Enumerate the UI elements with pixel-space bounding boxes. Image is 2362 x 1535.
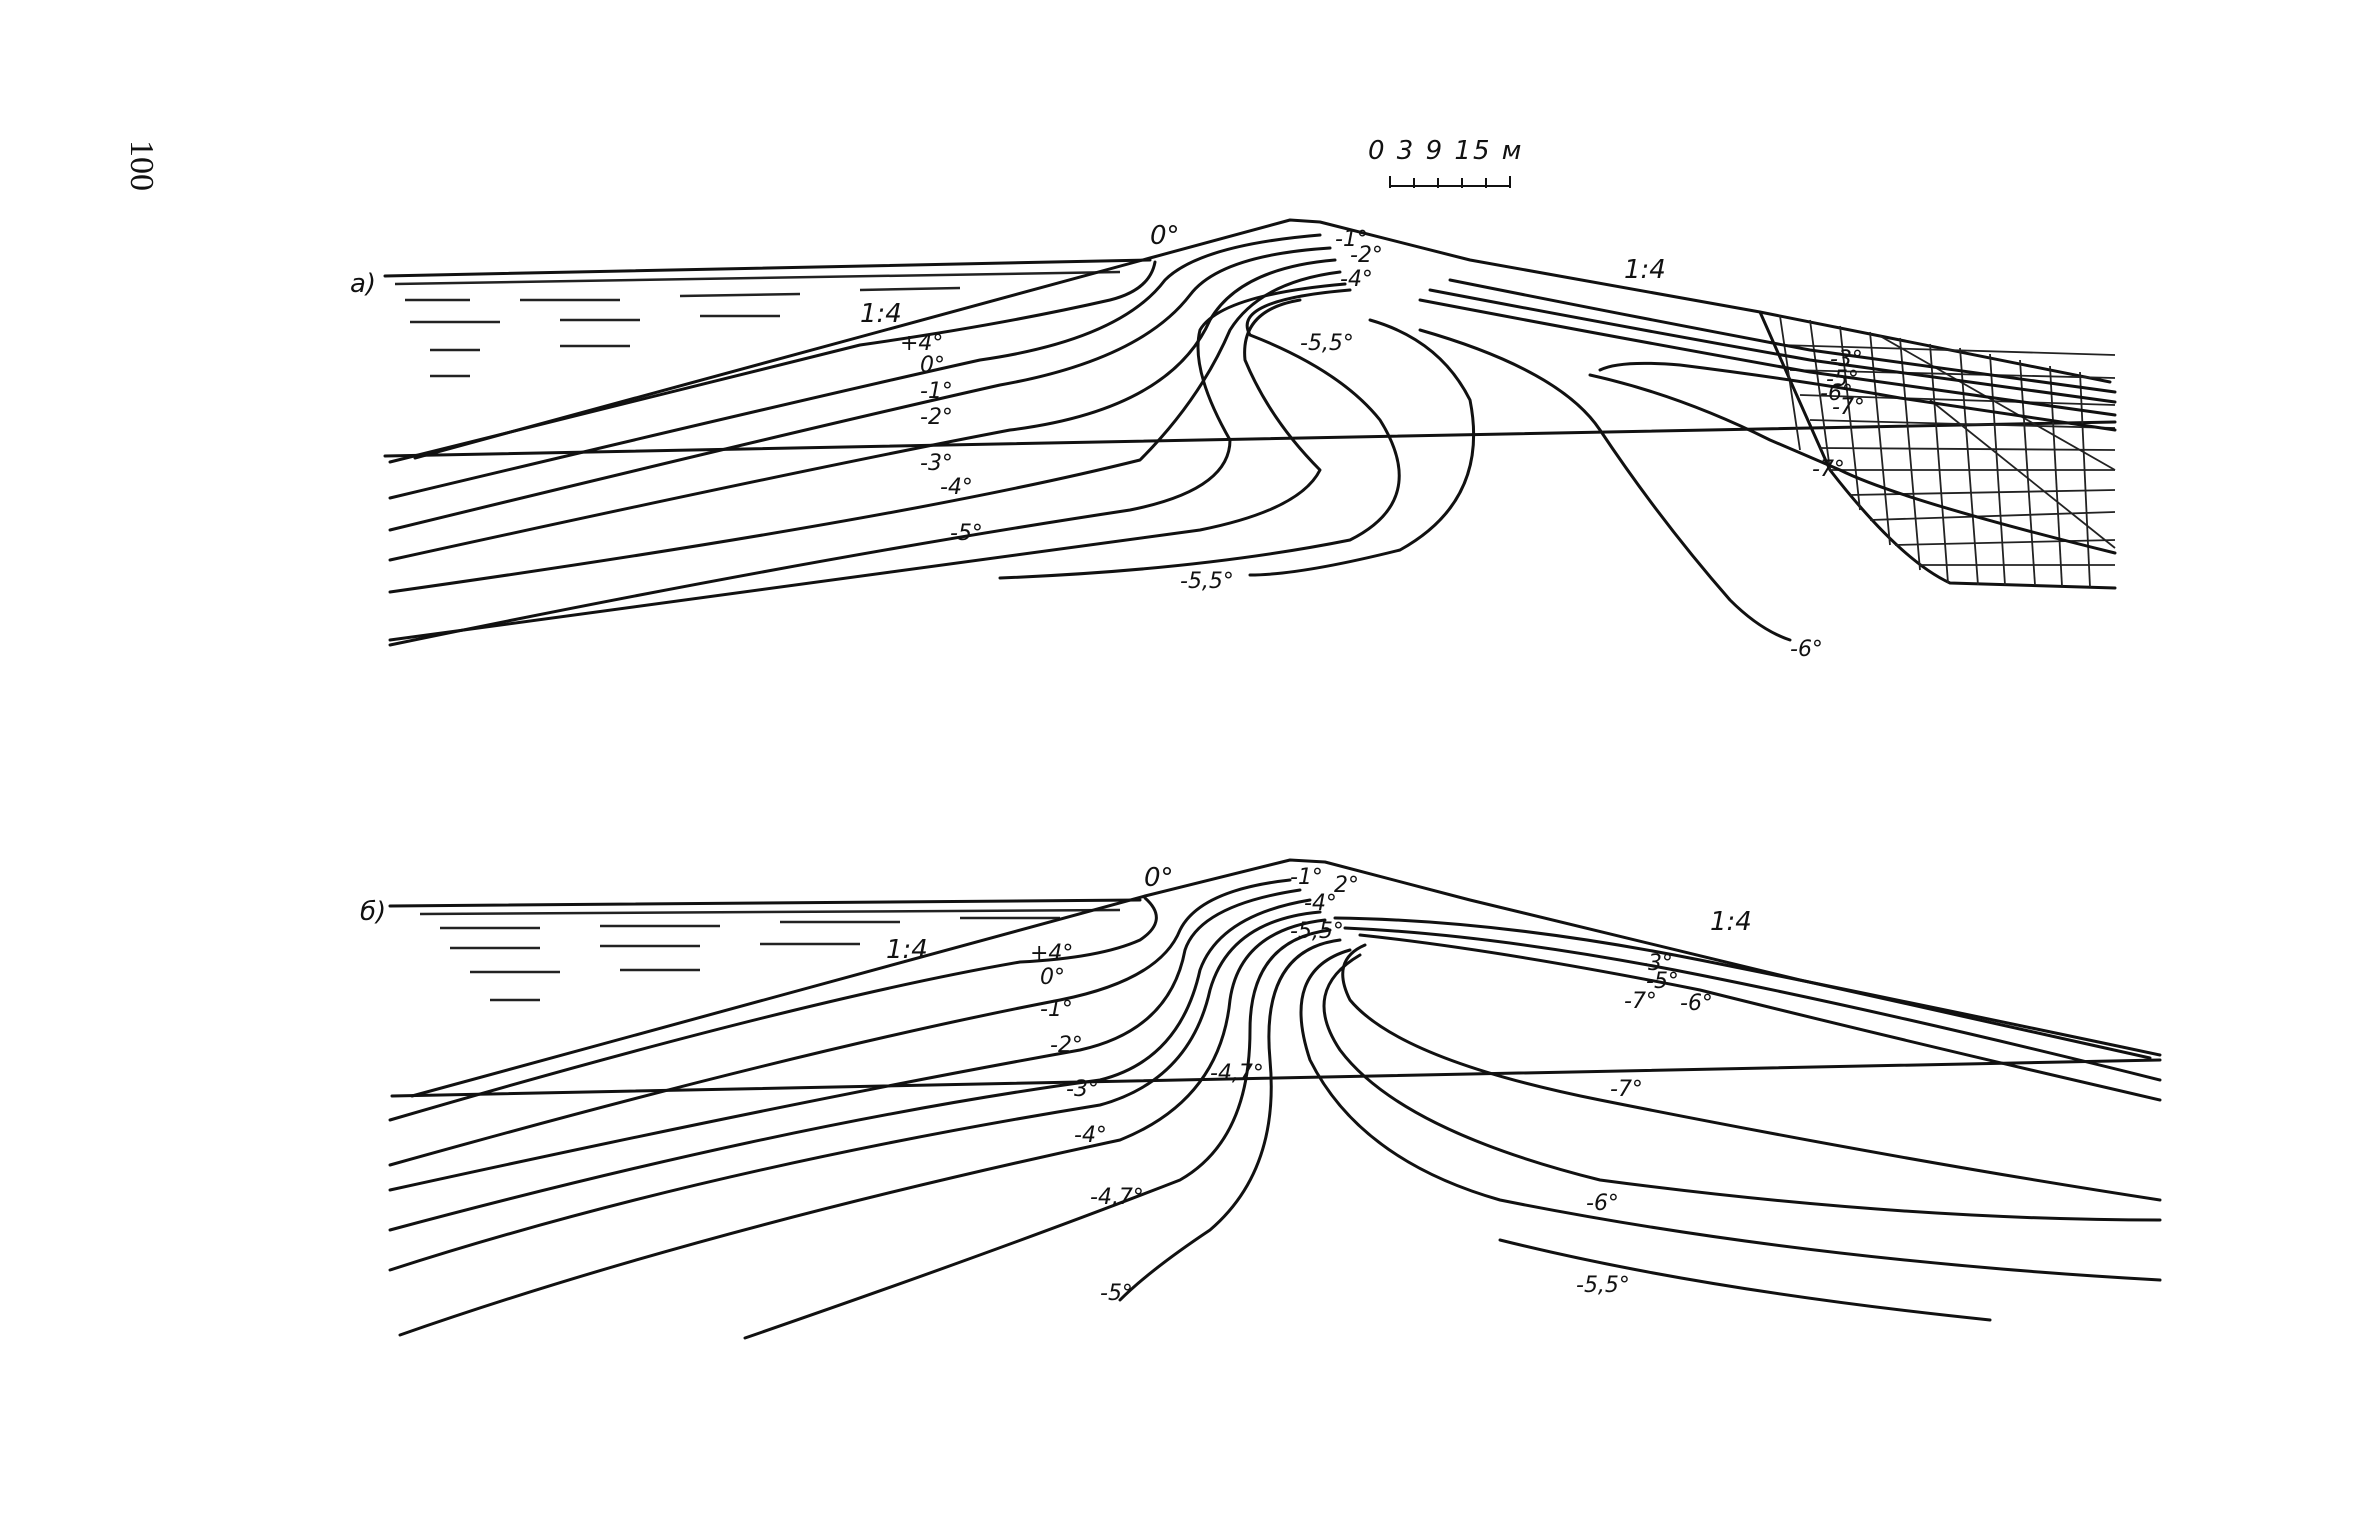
panel-b-label-n5: -5° <box>1100 1281 1133 1306</box>
panel-a-label-n4: -4° <box>940 475 973 500</box>
panel-b-labels: 1:4 1:4 0° -1° 2° -4° -5,5° +4° 0° -1° -… <box>886 863 1752 1306</box>
panel-a-label-0: 0° <box>920 353 945 378</box>
panel-b-isotherms <box>388 878 2162 1340</box>
panel-b-label-n55: -5,5° <box>1576 1273 1630 1298</box>
panel-b-label-n7: -7° <box>1610 1077 1643 1102</box>
panel-a-label-r6: -6° <box>1820 381 1853 406</box>
panel-a-label-r5: -5° <box>1826 367 1859 392</box>
panel-a-labels: 1:4 1:4 0° -1° -2° -4° +4° 0° -1° -2° -3… <box>860 221 1865 662</box>
panel-b-slope-right: 1:4 <box>1710 907 1752 937</box>
scale-bar <box>1389 176 1511 188</box>
panel-a-label-n55b: -5,5° <box>1180 569 1234 594</box>
panel-a-label-r7: -7° <box>1832 395 1865 420</box>
panel-a-crest-label: 0° <box>1150 221 1180 251</box>
panel-a-label-n5: -5° <box>950 521 983 546</box>
panel-a-dam-outline <box>383 218 2117 460</box>
panel-b-label: б) <box>360 897 386 927</box>
panel-a-slope-left: 1:4 <box>860 299 902 329</box>
panel-b-label-m2: 2° <box>1334 873 1359 898</box>
panel-a-label-r3: -3° <box>1830 347 1863 372</box>
panel-a-label-m2: -2° <box>1350 243 1383 268</box>
panel-b-label-m1: -1° <box>1290 865 1323 890</box>
panel-a: а) <box>350 218 2117 662</box>
panel-b-label-r3: -3° <box>1640 951 1673 976</box>
panel-a-label-m1: -1° <box>1335 227 1368 252</box>
panel-b-label-r7: -7° <box>1624 989 1657 1014</box>
panel-a-water <box>383 258 1152 378</box>
panel-a-label-n7: -7° <box>1812 457 1845 482</box>
panel-b-water <box>388 898 1142 1002</box>
panel-a-label-p4: +4° <box>900 331 943 356</box>
panel-a-label-n2: -2° <box>920 405 953 430</box>
panel-b-label-r5: -5° <box>1646 969 1679 994</box>
panel-a-label-n1: -1° <box>920 379 953 404</box>
panel-b-label-p4: +4° <box>1030 941 1073 966</box>
panel-b-label-r6: -6° <box>1680 991 1713 1016</box>
scale-bar-label: 0 3 9 15 м <box>1368 136 1524 166</box>
panel-a-slope-right: 1:4 <box>1624 255 1666 285</box>
panel-b-label-m55: -5,5° <box>1290 919 1344 944</box>
panel-b-label-n2: -2° <box>1050 1033 1083 1058</box>
panel-a-frozen-zone <box>1758 310 2117 590</box>
panel-a-label: а) <box>350 269 376 299</box>
panel-b-label-n4: -4° <box>1074 1123 1107 1148</box>
panel-b-label-0: 0° <box>1040 965 1065 990</box>
panel-a-label-m4: -4° <box>1340 267 1373 292</box>
panel-b-label-n47a: -4,7° <box>1210 1061 1264 1086</box>
panel-a-label-n6: -6° <box>1790 637 1823 662</box>
panel-a-isotherms <box>388 233 2117 647</box>
panel-b-crest-label: 0° <box>1144 863 1174 893</box>
panel-b: б) <box>360 858 2162 1340</box>
panel-b-label-n6: -6° <box>1586 1191 1619 1216</box>
panel-b-label-n3: -3° <box>1066 1077 1099 1102</box>
panel-a-label-n3: -3° <box>920 451 953 476</box>
panel-b-label-m4: -4° <box>1304 891 1337 916</box>
panel-b-label-n1: -1° <box>1040 997 1073 1022</box>
panel-b-slope-left: 1:4 <box>886 935 928 965</box>
panel-a-label-n55a: -5,5° <box>1300 331 1354 356</box>
panel-b-label-n47b: -4,7° <box>1090 1185 1144 1210</box>
